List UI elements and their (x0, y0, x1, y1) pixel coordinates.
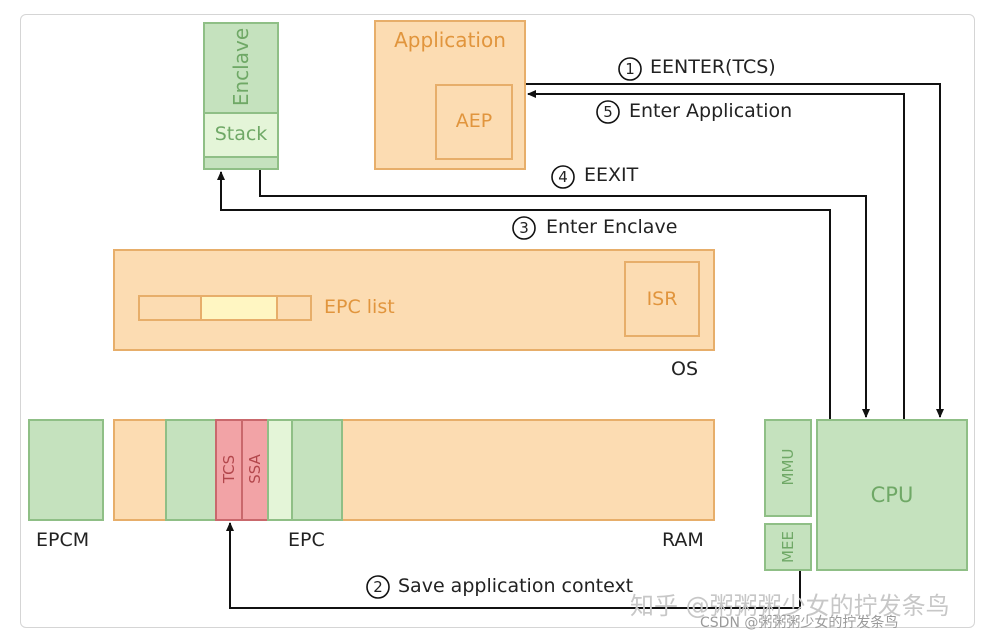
step-5-text: Enter Application (629, 100, 793, 122)
step-5-circle (596, 100, 620, 124)
step-2-text: Save application context (398, 575, 634, 597)
arrow-eenter (526, 83, 944, 418)
enclave-box (203, 22, 279, 114)
step-3-circle (512, 216, 536, 240)
epc-list-seg-highlight (200, 295, 278, 321)
step-1-number: 1 (625, 60, 635, 78)
epc-page-2 (267, 419, 293, 521)
aep-box (435, 84, 513, 160)
step-3-text: Enter Enclave (546, 216, 678, 238)
step-4-number: 4 (558, 168, 568, 186)
epc-list-seg-right (276, 295, 312, 321)
stack-label: Stack (214, 123, 268, 145)
mmu-box (764, 419, 812, 517)
step-1-circle (618, 57, 642, 81)
zhihu-watermark: 知乎 @粥粥粥少女的拧发条鸟 (630, 592, 950, 620)
epc-label: EPC (288, 529, 325, 551)
application-label: Application (394, 28, 506, 52)
step-5-number: 5 (603, 103, 613, 121)
mee-box (764, 523, 812, 571)
ram-label: RAM (662, 529, 704, 551)
epcm-box (28, 419, 104, 521)
ssa-page (241, 419, 269, 521)
step-2-number: 2 (373, 578, 383, 596)
arrow-save-context (226, 522, 801, 609)
tcs-page (215, 419, 243, 521)
step-1-text: EENTER(TCS) (650, 56, 776, 78)
step-4-text: EEXIT (584, 164, 639, 186)
epc-page-3 (291, 419, 343, 521)
isr-label: ISR (646, 288, 678, 310)
cpu-label: CPU (870, 483, 914, 507)
epc-page-1 (165, 419, 217, 521)
step-3-number: 3 (519, 219, 529, 237)
enclave-base-strip (203, 156, 279, 170)
aep-label: AEP (455, 110, 493, 132)
step-2-circle (366, 575, 390, 599)
arrow-eexit (259, 170, 870, 418)
epcm-label: EPCM (36, 529, 90, 551)
arrow-enter-enclave (217, 171, 831, 419)
csdn-watermark: CSDN @粥粥粥少女的拧发条鸟 (700, 615, 899, 631)
isr-box (624, 261, 700, 337)
arrow-enter-application (527, 90, 905, 419)
step-4-circle (551, 165, 575, 189)
os-label: OS (671, 358, 699, 380)
epc-list-label: EPC list (324, 296, 395, 318)
cpu-box (816, 419, 968, 571)
